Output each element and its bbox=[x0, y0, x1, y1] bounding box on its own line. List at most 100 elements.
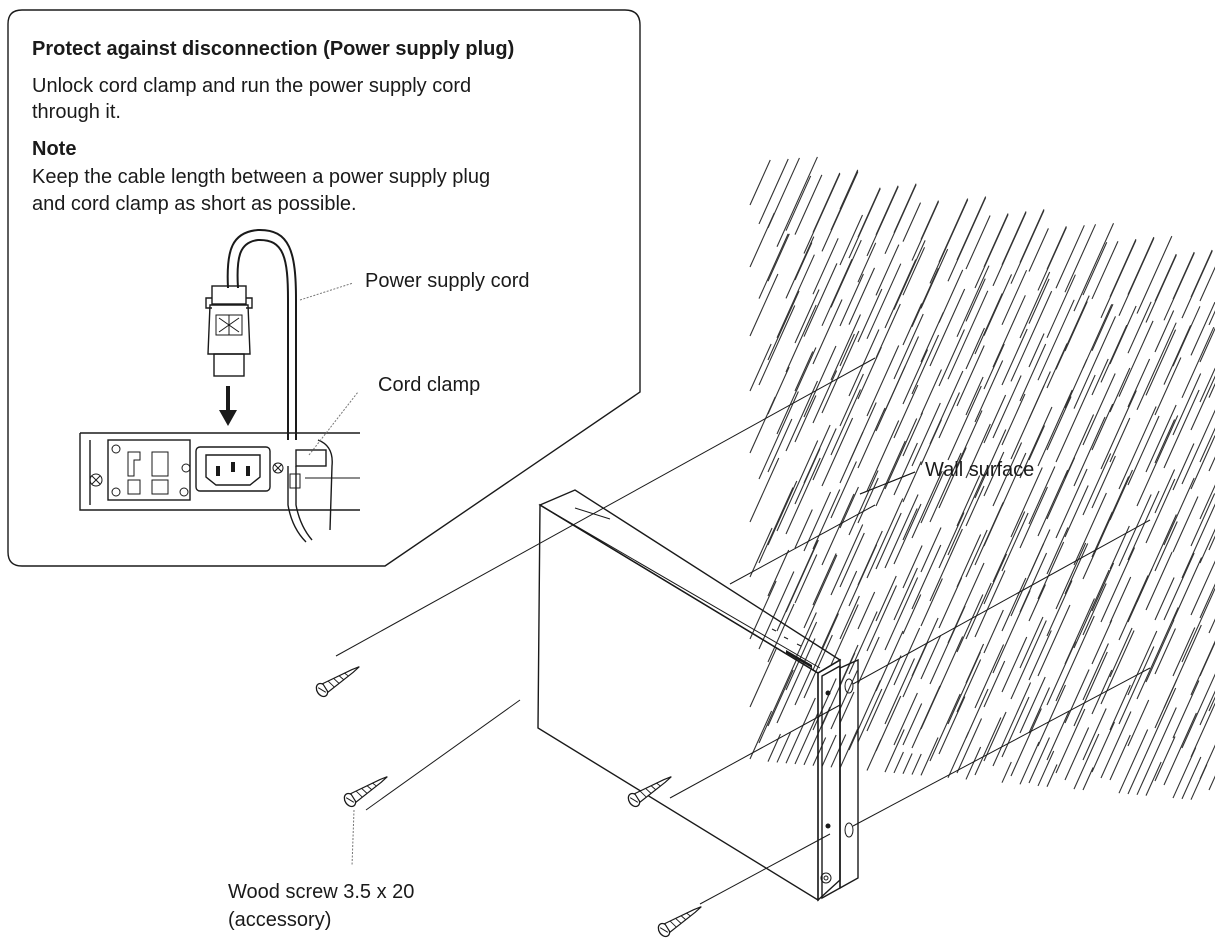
hatch-stroke bbox=[785, 457, 821, 535]
hatch-stroke bbox=[902, 545, 923, 589]
hatch-stroke bbox=[1199, 484, 1215, 520]
hatch-stroke bbox=[1028, 333, 1045, 368]
hatch-stroke bbox=[1154, 469, 1176, 514]
hatch-stroke bbox=[1208, 310, 1215, 326]
hatch-stroke bbox=[1199, 744, 1215, 780]
hatch-stroke bbox=[1109, 684, 1131, 731]
hatch-stroke bbox=[983, 394, 1007, 444]
hatch-stroke bbox=[893, 240, 926, 310]
hatch-stroke bbox=[1145, 404, 1177, 473]
hatch-stroke bbox=[1181, 409, 1215, 485]
hatch-stroke bbox=[1190, 249, 1213, 298]
hatch-stroke bbox=[965, 423, 991, 479]
hatch-stroke bbox=[1127, 415, 1160, 486]
hatch-stroke bbox=[1163, 325, 1192, 385]
hatch-stroke bbox=[920, 369, 942, 416]
hatch-stroke bbox=[1037, 469, 1069, 537]
hatch-stroke bbox=[902, 594, 922, 635]
hatch-stroke bbox=[839, 214, 864, 266]
hatch-stroke bbox=[893, 384, 919, 439]
hatch-stroke bbox=[1109, 305, 1137, 365]
hatch-stroke bbox=[1163, 712, 1197, 786]
hatch-stroke bbox=[929, 370, 964, 445]
hatch-stroke bbox=[911, 267, 939, 328]
cord-clamp-icon bbox=[287, 439, 333, 543]
hatch-stroke bbox=[1001, 512, 1029, 572]
hatch-stroke bbox=[1154, 521, 1178, 572]
hatch-stroke bbox=[956, 410, 983, 467]
hatch-stroke bbox=[1064, 669, 1090, 724]
hatch-stroke bbox=[920, 200, 939, 240]
hatch-stroke bbox=[1190, 375, 1215, 431]
hatch-stroke bbox=[992, 442, 1023, 507]
hatch-stroke bbox=[1046, 396, 1072, 451]
hatch-stroke bbox=[1046, 764, 1058, 787]
hatch-stroke bbox=[965, 746, 982, 780]
wood-screw-icon bbox=[315, 666, 360, 698]
hatch-stroke bbox=[785, 380, 819, 452]
hatch-stroke bbox=[794, 509, 813, 549]
hatch-stroke bbox=[830, 389, 861, 456]
hatch-stroke bbox=[1010, 620, 1047, 700]
hatch-stroke bbox=[857, 242, 877, 283]
hatch-stroke bbox=[1109, 469, 1134, 521]
hatch-stroke bbox=[1091, 669, 1113, 715]
hatch-stroke bbox=[1019, 676, 1046, 734]
hatch-stroke bbox=[848, 680, 881, 751]
hatch-stroke bbox=[866, 498, 904, 579]
hatch-stroke bbox=[938, 329, 965, 387]
hatch-stroke bbox=[1172, 306, 1201, 367]
hatch-stroke bbox=[1199, 327, 1215, 363]
hatch-stroke bbox=[893, 503, 922, 565]
hatch-stroke bbox=[884, 418, 918, 490]
hatch-stroke bbox=[839, 169, 859, 210]
hatch-stroke bbox=[956, 718, 983, 774]
hatch-stroke bbox=[1100, 324, 1128, 383]
hatch-stroke bbox=[821, 734, 837, 767]
callout-note-line1: Keep the cable length between a power su… bbox=[32, 166, 490, 188]
power-plug-illustration: Power supply cord Cord clamp bbox=[79, 228, 530, 543]
hatch-stroke bbox=[1154, 357, 1182, 416]
power-inlet-icon bbox=[181, 446, 284, 492]
hatch-stroke bbox=[794, 713, 819, 765]
hatch-stroke bbox=[812, 299, 843, 365]
hatch-stroke bbox=[938, 392, 960, 439]
cord-clamp-leader bbox=[308, 391, 359, 456]
hatch-stroke bbox=[1028, 687, 1050, 734]
hatch-stroke bbox=[1055, 468, 1088, 539]
hatch-stroke bbox=[893, 183, 917, 233]
hatch-stroke bbox=[974, 717, 1002, 776]
hatch-stroke bbox=[1019, 616, 1044, 669]
hatch-stroke bbox=[857, 636, 880, 685]
hatch-stroke bbox=[767, 549, 790, 597]
hatch-stroke bbox=[821, 417, 854, 487]
hatch-stroke bbox=[920, 685, 942, 730]
hatch-stroke bbox=[830, 734, 847, 768]
hatch-stroke bbox=[902, 303, 923, 346]
hatch-stroke bbox=[812, 737, 827, 766]
hatch-stroke bbox=[803, 345, 837, 418]
hatch-stroke bbox=[884, 259, 917, 329]
hatch-stroke bbox=[1172, 251, 1195, 300]
hatch-stroke bbox=[1172, 557, 1203, 622]
hatch-stroke bbox=[1091, 455, 1116, 509]
label-power-supply-cord: Power supply cord bbox=[365, 270, 530, 292]
hatch-stroke bbox=[830, 604, 859, 666]
hatch-stroke bbox=[1208, 535, 1215, 551]
hatch-stroke bbox=[1163, 477, 1195, 546]
hatch-stroke bbox=[803, 424, 831, 484]
hatch-stroke bbox=[938, 512, 965, 569]
hatch-stroke bbox=[983, 213, 1009, 268]
hatch-stroke bbox=[1091, 721, 1116, 773]
hatch-stroke bbox=[1199, 641, 1215, 677]
hatch-stroke bbox=[1001, 452, 1027, 507]
hatch-stroke bbox=[1019, 741, 1040, 785]
hatch-stroke bbox=[857, 407, 886, 469]
hatch-stroke bbox=[875, 575, 897, 622]
hatch-stroke bbox=[1064, 543, 1089, 595]
hatch-stroke bbox=[749, 159, 771, 206]
hatch-stroke bbox=[1109, 734, 1131, 781]
hatch-stroke bbox=[1199, 528, 1215, 564]
hatch-stroke bbox=[1019, 209, 1045, 263]
